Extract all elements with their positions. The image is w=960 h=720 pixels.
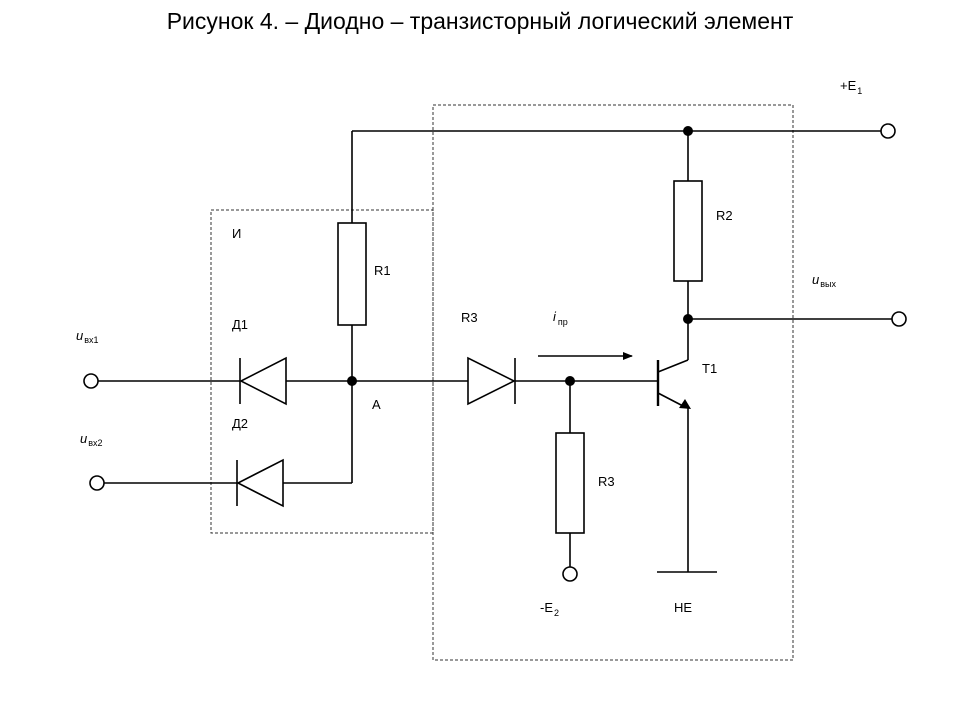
label-uin1-main: u	[76, 328, 83, 343]
series-diode	[467, 356, 516, 406]
label-r2: R2	[716, 208, 733, 223]
label-e1: +E1	[840, 78, 862, 96]
label-uin2: uвх2	[80, 431, 103, 448]
transistor-t1-emitter	[657, 392, 684, 407]
label-uout: uвых	[812, 272, 836, 289]
label-e2-main: -E	[540, 600, 553, 615]
resistor-r3-shunt	[555, 432, 585, 534]
label-uin1: uвх1	[76, 328, 99, 345]
input1-terminal	[83, 373, 99, 389]
label-r1: R1	[374, 263, 391, 278]
output-terminal	[891, 311, 907, 327]
label-uin2-main: u	[80, 431, 87, 446]
label-e2: -E2	[540, 600, 559, 618]
label-not: НЕ	[674, 600, 692, 615]
label-ipr-sub: пр	[558, 317, 568, 327]
figure-title: Рисунок 4. – Диодно – транзисторный логи…	[166, 8, 794, 34]
label-uin1-sub: вх1	[84, 335, 98, 345]
label-e2-sub: 2	[554, 608, 559, 618]
label-uout-main: u	[812, 272, 819, 287]
resistor-r2	[673, 180, 703, 282]
label-uout-sub: вых	[820, 279, 836, 289]
label-t1: Т1	[702, 361, 717, 376]
label-uin2-sub: вх2	[88, 438, 102, 448]
label-d1: Д1	[232, 317, 248, 332]
e2-terminal	[562, 566, 578, 582]
diode-d2	[236, 458, 284, 508]
e1-terminal	[880, 123, 896, 139]
label-e1-sub: 1	[857, 86, 862, 96]
and-block-boundary	[210, 209, 434, 534]
label-and: И	[232, 226, 241, 241]
input2-terminal	[89, 475, 105, 491]
diode-d1	[239, 356, 287, 406]
label-node-a: А	[372, 397, 381, 412]
not-block-boundary	[432, 104, 794, 661]
label-r3-series: R3	[461, 310, 478, 325]
transistor-t1-collector	[657, 359, 689, 373]
label-d2: Д2	[232, 416, 248, 431]
label-e1-main: +E	[840, 78, 857, 93]
label-ipr-main: i	[553, 309, 557, 324]
label-r3-shunt: R3	[598, 474, 615, 489]
resistor-r1	[337, 222, 367, 326]
